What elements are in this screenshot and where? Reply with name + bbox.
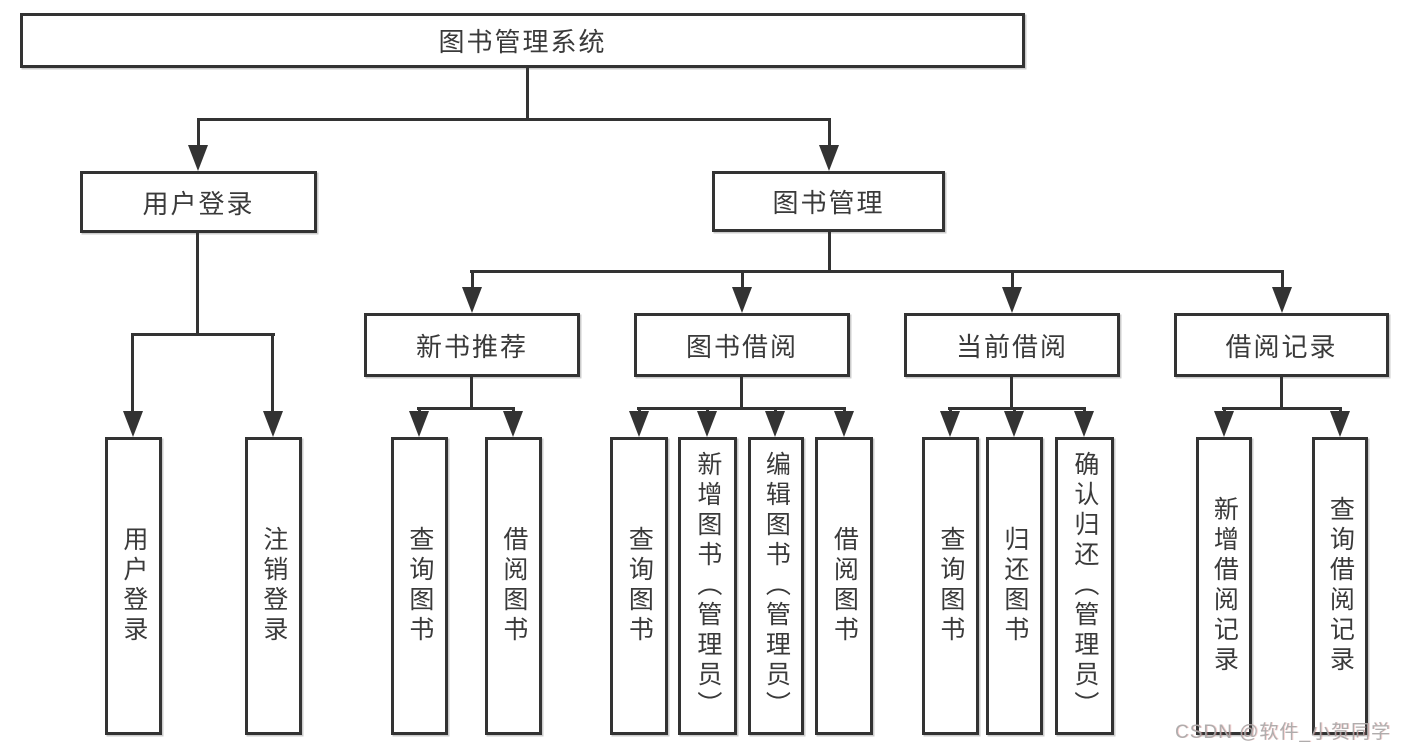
- node-book-management: 图书管理: [712, 171, 945, 232]
- connector-line: [948, 407, 1086, 410]
- leaf-user-login: 用户登录: [105, 437, 162, 735]
- leaf-edit-books-admin: 编辑图书（管理员）: [748, 437, 804, 735]
- node-library-system: 图书管理系统: [20, 13, 1025, 68]
- csdn-watermark: CSDN @软件_小贺同学: [1175, 722, 1391, 743]
- arrow-down-icon: [819, 145, 839, 171]
- arrow-down-icon: [123, 411, 143, 437]
- node-current-borrow: 当前借阅: [904, 313, 1120, 377]
- arrow-down-icon: [940, 411, 960, 437]
- leaf-query-books-recommend: 查询图书: [391, 437, 448, 735]
- arrow-down-icon: [765, 411, 785, 437]
- connector-line: [1280, 375, 1283, 409]
- arrow-down-icon: [409, 411, 429, 437]
- connector-line: [471, 270, 474, 292]
- leaf-logout: 注销登录: [245, 437, 302, 735]
- connector-line: [197, 118, 200, 150]
- connector-line: [131, 333, 134, 413]
- arrow-down-icon: [188, 145, 208, 171]
- node-borrow-records: 借阅记录: [1174, 313, 1389, 377]
- connector-line: [470, 270, 1284, 273]
- arrow-down-icon: [834, 411, 854, 437]
- leaf-add-borrow-record: 新增借阅记录: [1196, 437, 1252, 735]
- node-user-login: 用户登录: [80, 171, 317, 233]
- node-new-book-recommend: 新书推荐: [364, 313, 580, 377]
- arrow-down-icon: [1272, 287, 1292, 313]
- arrow-down-icon: [629, 411, 649, 437]
- arrow-down-icon: [462, 287, 482, 313]
- leaf-add-books-admin: 新增图书（管理员）: [678, 437, 737, 735]
- arrow-down-icon: [1004, 411, 1024, 437]
- connector-line: [1011, 270, 1014, 292]
- arrow-down-icon: [1002, 287, 1022, 313]
- connector-line: [131, 333, 275, 336]
- connector-line: [828, 118, 831, 150]
- connector-line: [828, 230, 831, 272]
- connector-line: [526, 68, 529, 121]
- leaf-borrow-books: 借阅图书: [815, 437, 873, 735]
- connector-line: [740, 375, 743, 409]
- connector-line: [1010, 375, 1013, 409]
- connector-line: [741, 270, 744, 292]
- connector-line: [1222, 407, 1342, 410]
- connector-line: [1281, 270, 1284, 292]
- connector-line: [417, 407, 515, 410]
- leaf-query-books-current: 查询图书: [922, 437, 979, 735]
- leaf-confirm-return-admin: 确认归还（管理员）: [1055, 437, 1114, 735]
- leaf-query-books-borrow: 查询图书: [610, 437, 668, 735]
- connector-line: [637, 407, 846, 410]
- leaf-borrow-books-recommend: 借阅图书: [485, 437, 542, 735]
- arrow-down-icon: [697, 411, 717, 437]
- connector-line: [470, 375, 473, 409]
- arrow-down-icon: [503, 411, 523, 437]
- arrow-down-icon: [1330, 411, 1350, 437]
- leaf-query-borrow-record: 查询借阅记录: [1312, 437, 1368, 735]
- arrow-down-icon: [1214, 411, 1234, 437]
- arrow-down-icon: [1074, 411, 1094, 437]
- node-book-borrow: 图书借阅: [634, 313, 850, 377]
- connector-line: [271, 333, 274, 413]
- arrow-down-icon: [732, 287, 752, 313]
- leaf-return-books: 归还图书: [986, 437, 1043, 735]
- connector-line: [196, 231, 199, 335]
- connector-line: [197, 118, 831, 121]
- arrow-down-icon: [263, 411, 283, 437]
